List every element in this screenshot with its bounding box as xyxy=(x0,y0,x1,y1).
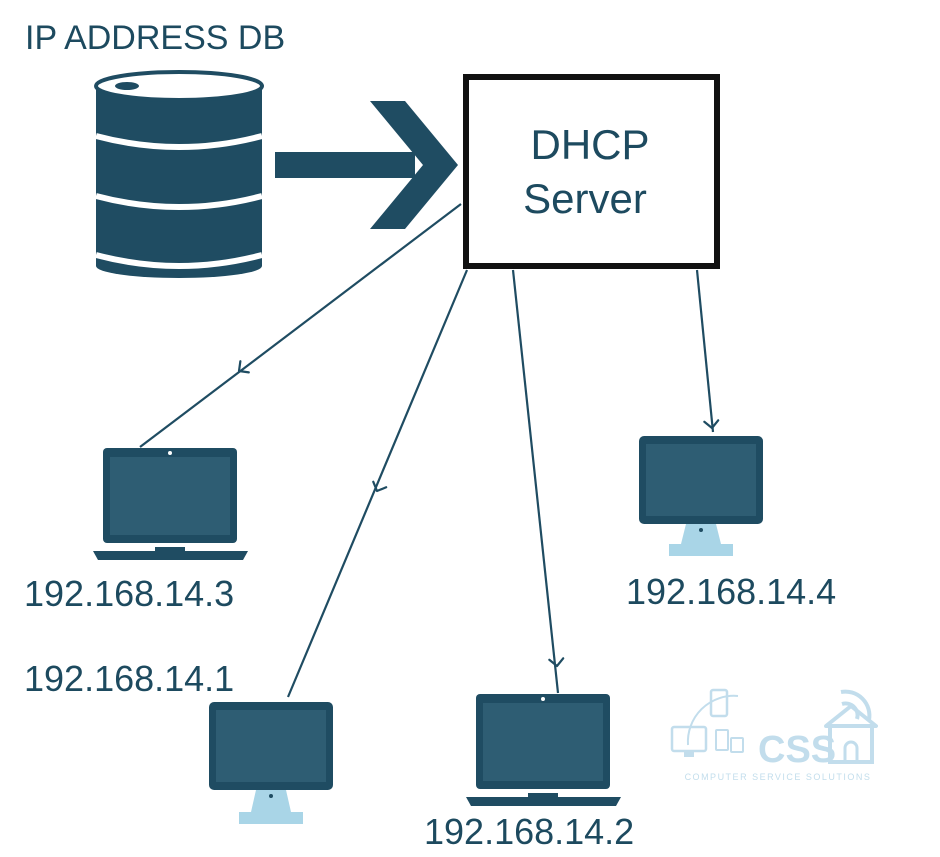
client-ip-label: 192.168.14.3 xyxy=(24,573,234,614)
client-ip-label: 192.168.14.1 xyxy=(24,658,234,699)
client-ip-label: 192.168.14.2 xyxy=(424,811,634,852)
line-to-client-192-168-14-3 xyxy=(139,203,462,448)
line-to-client-192-168-14-4 xyxy=(695,269,715,433)
desktop-icon xyxy=(639,436,763,556)
db-to-server-arrow xyxy=(275,101,458,229)
line-to-client-192-168-14-1 xyxy=(286,269,469,698)
client-ip-label: 192.168.14.4 xyxy=(626,571,836,612)
laptop-icon xyxy=(466,694,621,806)
logo-text: CSS xyxy=(758,729,836,771)
line-to-client-192-168-14-2 xyxy=(511,269,560,694)
connection-lines xyxy=(139,203,715,698)
desktop-icon xyxy=(209,702,333,824)
laptop-icon xyxy=(93,448,248,560)
logo-tagline: COMPUTER SERVICE SOLUTIONS xyxy=(685,772,872,782)
chevron-icon xyxy=(548,657,566,668)
css-logo: CSS COMPUTER SERVICE SOLUTIONS xyxy=(670,688,878,782)
server-label-line1: DHCP xyxy=(530,121,649,168)
dhcp-server-box: DHCP Server xyxy=(463,74,720,269)
server-label-line2: Server xyxy=(523,175,647,222)
db-title: IP ADDRESS DB xyxy=(25,19,285,57)
database-icon xyxy=(94,70,264,278)
